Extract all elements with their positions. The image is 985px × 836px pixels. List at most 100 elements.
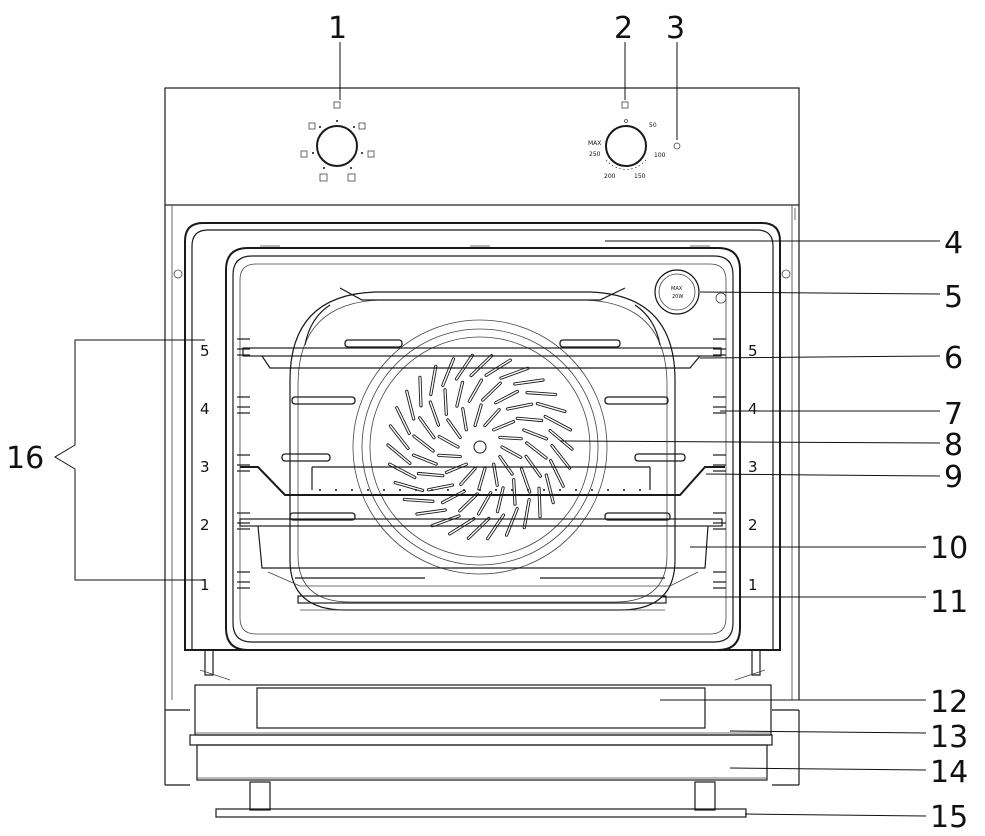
fan-slot-inner	[462, 408, 467, 431]
shelf-labels-right: 5 4 3 2 1	[748, 342, 758, 594]
callout-10: 10	[930, 531, 968, 566]
fan-slot-inner	[477, 492, 492, 515]
thermo-label-max: MAX	[588, 140, 601, 147]
wire-rod	[351, 489, 353, 491]
side-rack-guides	[237, 338, 726, 589]
fan-slot-inner	[500, 367, 529, 379]
fan-slot-inner	[481, 382, 501, 401]
wire-rod	[639, 489, 641, 491]
callout-3: 3	[666, 11, 685, 46]
fan-slot-inner	[496, 487, 504, 513]
wire-rod	[623, 489, 625, 491]
wire-rod	[527, 489, 529, 491]
fan-slot-inner	[506, 403, 533, 410]
callout-6: 6	[944, 341, 963, 376]
shelf-label-right-2: 2	[748, 516, 758, 534]
wire-rod	[511, 489, 513, 491]
wire-rod	[319, 489, 321, 491]
callout-numbers: 1 2 3 4 5 6 7 8 9 10 11 12 13 14 15 16	[6, 11, 968, 835]
fan-slot-inner	[413, 435, 434, 452]
fan-slot-inner	[460, 467, 476, 486]
callout-12: 12	[930, 685, 968, 720]
wire-rod	[591, 489, 593, 491]
fan-slot-inner	[538, 487, 541, 518]
leader-line	[729, 730, 927, 734]
fan-slot-inner	[412, 454, 437, 465]
fan-slot-inner	[396, 407, 411, 435]
callout-15: 15	[930, 800, 968, 831]
shelf-label-right-4: 4	[748, 400, 758, 418]
shelf-label-left-3: 3	[200, 458, 210, 476]
leader-line	[699, 355, 941, 359]
wire-rod	[399, 489, 401, 491]
callout-14: 14	[930, 755, 968, 790]
callout-4: 4	[944, 226, 963, 261]
leader-lines	[339, 42, 941, 817]
side-element-bar	[634, 453, 686, 462]
fan-slot-inner	[442, 358, 455, 387]
shelf-label-right-3: 3	[748, 458, 758, 476]
fan-slot-inner	[467, 517, 490, 539]
shelf-label-left-2: 2	[200, 516, 210, 534]
shelf-label-right-5: 5	[748, 342, 758, 360]
lamp-label-power: 20W	[672, 294, 683, 300]
side-element-bar	[604, 512, 671, 521]
side-element-bar	[291, 396, 356, 405]
wire-rod	[383, 489, 385, 491]
leader-line	[699, 291, 941, 295]
fan-slot-inner	[403, 498, 434, 503]
wire-rod	[543, 489, 545, 491]
fan-slot-inner	[431, 515, 460, 527]
fan-slot-inner	[551, 444, 571, 469]
wire-shelf	[240, 466, 725, 496]
fan-slot-inner	[447, 419, 461, 439]
fan-slot-inner	[495, 390, 519, 404]
function-knob	[300, 101, 375, 182]
callout-11: 11	[930, 585, 968, 620]
fan-slot-inner	[444, 389, 447, 415]
fan-slot-inner	[429, 401, 440, 426]
fan-slot-inner	[493, 463, 498, 486]
fan-slot-inner	[499, 436, 522, 440]
fan-slot-inner	[416, 509, 446, 515]
fan-slot-inner	[456, 381, 464, 407]
fan-slot-inner	[389, 425, 409, 450]
fan-slot-inner	[438, 454, 461, 458]
thermo-label-100: 100	[654, 152, 666, 159]
side-element-bar	[281, 453, 331, 462]
callout-1: 1	[328, 11, 347, 46]
shelf-label-left-5: 5	[200, 342, 210, 360]
thermo-label-200: 200	[604, 173, 616, 180]
leader-line	[559, 440, 941, 444]
lamp-label-max: MAX	[671, 286, 683, 292]
fan-slot-inner	[523, 429, 548, 440]
control-window	[194, 684, 772, 736]
fan-slot-inner	[513, 479, 516, 505]
fan-slot-inner	[418, 417, 435, 439]
leader-line	[744, 813, 927, 817]
fan-slot-inner	[445, 463, 467, 474]
fan-slot-inner	[419, 376, 422, 407]
thermo-label-150: 150	[634, 173, 646, 180]
fan-slot-inner	[455, 354, 474, 380]
thermo-label-50: 50	[649, 122, 657, 129]
bracket-16	[54, 339, 205, 581]
fan-slot-inner	[468, 379, 483, 402]
callout-5: 5	[944, 280, 963, 315]
fan-slot-inner	[438, 435, 459, 448]
fan-slot-inner	[505, 507, 518, 536]
wire-rod	[447, 489, 449, 491]
leader-line	[705, 473, 941, 477]
oven-cavity	[225, 245, 741, 651]
fan-slot-inner	[523, 498, 530, 529]
oven-lamp: MAX 20W	[654, 269, 727, 315]
shelf-level-5	[242, 347, 722, 369]
fan-slot-inner	[478, 467, 486, 490]
fan-slot-inner	[459, 493, 479, 512]
thermostat-knob: MAX 250 50 100 200 150	[588, 101, 666, 180]
thermo-label-250: 250	[589, 151, 601, 158]
fan-slot-inner	[493, 420, 515, 431]
oven-frame	[184, 222, 781, 651]
